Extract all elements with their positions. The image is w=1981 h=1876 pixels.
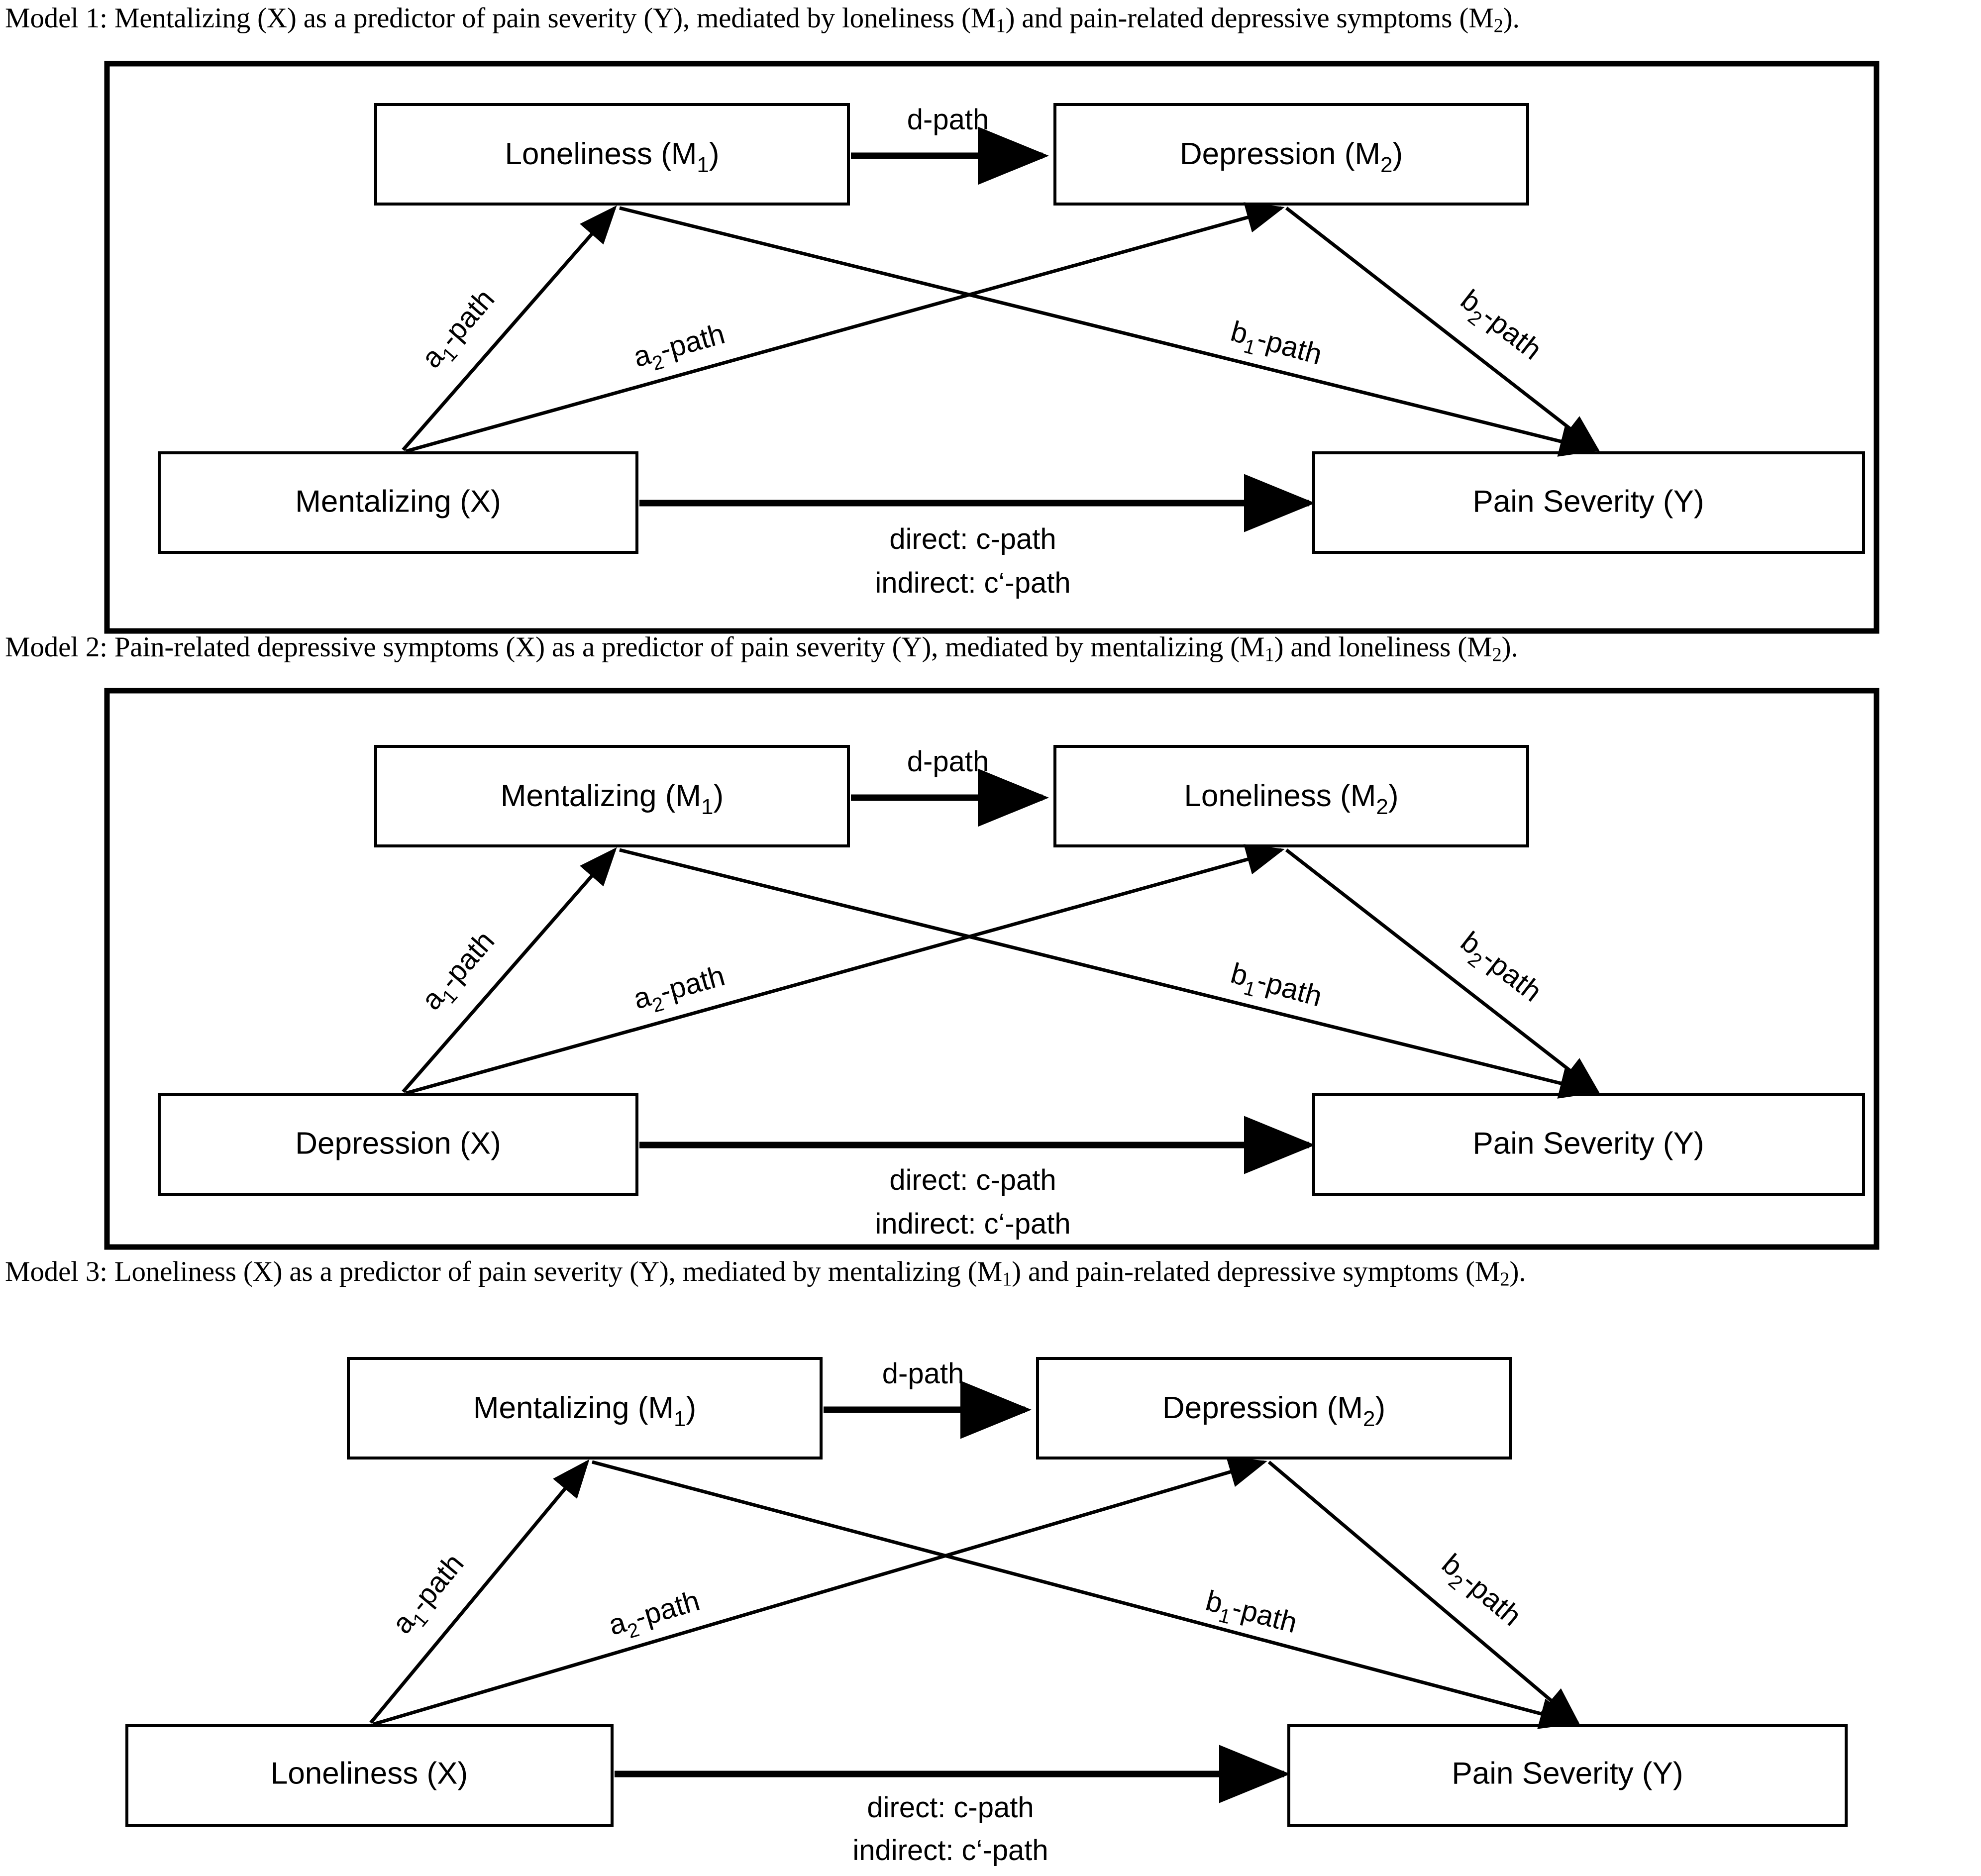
model-1-edge-a1: [402, 205, 617, 451]
model-2-node-m1[interactable]: [374, 745, 850, 847]
model-2-caption-suffix: ).: [1501, 631, 1518, 663]
model-3-edge-b2: [1267, 1460, 1580, 1725]
model-1-caption-prefix: Model 1: Mentalizing (X) as a predictor …: [5, 2, 996, 34]
model-1-node-m2[interactable]: [1053, 103, 1529, 206]
model-3-node-x-label: Loneliness (X): [271, 1756, 468, 1790]
model-3-caption-suffix: ).: [1509, 1256, 1526, 1287]
model-1-diagram: d-path a1-path a2-path b1-path b2-path d…: [104, 61, 1879, 634]
model-3-caption-prefix: Model 3: Loneliness (X) as a predictor o…: [5, 1256, 1002, 1287]
model-3-indirect-label: indirect: c‘-path: [852, 1834, 1048, 1867]
model-1-caption-middle: ) and pain-related depressive symptoms (…: [1005, 2, 1494, 34]
model-1-edge-d-label: d-path: [907, 104, 989, 136]
model-3-caption: Model 3: Loneliness (X) as a predictor o…: [5, 1256, 1526, 1290]
model-3-caption-middle: ) and pain-related depressive symptoms (…: [1012, 1256, 1500, 1287]
model-3-node-m1-label: Mentalizing (M1): [473, 1391, 696, 1431]
model-3-edge-b1: [592, 1460, 1578, 1729]
model-2-caption-sub2: 2: [1492, 643, 1502, 665]
model-2-caption-prefix: Model 2: Pain-related depressive symptom…: [5, 631, 1265, 663]
model-3-node-m2[interactable]: [1036, 1357, 1512, 1459]
model-2-caption-middle: ) and loneliness (M: [1274, 631, 1492, 663]
model-1-edge-a1-label: a1-path: [415, 283, 505, 378]
model-1-edge-b2: [1285, 207, 1600, 452]
model-2-edge-b1: [619, 848, 1598, 1099]
model-1-edge-b1-label: b1-path: [1226, 315, 1326, 377]
model-3-edge-a2: [373, 1457, 1267, 1726]
model-1-node-m1-label: Loneliness (M1): [505, 137, 719, 177]
model-1-node-m2-label: Depression (M2): [1180, 137, 1403, 177]
model-2-frame: [104, 688, 1879, 1250]
model-1-node-x[interactable]: [158, 451, 638, 554]
model-3-edge-a2-label: a2-path: [605, 1584, 705, 1648]
model-3-edge-b2-label: b2-path: [1432, 1548, 1528, 1637]
model-2-direct-label: direct: c-path: [889, 1164, 1056, 1196]
model-1-edge-b2-label: b2-path: [1451, 284, 1548, 371]
model-2-node-m2[interactable]: [1053, 745, 1529, 847]
model-1-caption-sub1: 1: [996, 14, 1006, 36]
model-1-node-y-label: Pain Severity (Y): [1472, 484, 1704, 519]
model-2-caption-sub1: 1: [1264, 643, 1274, 665]
model-2-edge-b1-label: b1-path: [1226, 957, 1326, 1019]
model-2-edge-b2-label: b2-path: [1451, 926, 1548, 1013]
model-3-node-m1[interactable]: [347, 1357, 823, 1459]
model-3-diagram: d-path a1-path a2-path b1-path b2-path d…: [125, 1357, 1848, 1867]
model-3-node-y-label: Pain Severity (Y): [1452, 1756, 1683, 1790]
model-1-node-x-label: Mentalizing (X): [295, 484, 501, 519]
model-3-node-x[interactable]: [125, 1724, 614, 1827]
model-2-node-x-label: Depression (X): [295, 1126, 501, 1160]
model-3-direct-label: direct: c-path: [867, 1791, 1034, 1824]
model-1-indirect-label: indirect: c‘-path: [875, 567, 1070, 599]
model-2-node-x[interactable]: [158, 1093, 638, 1196]
model-2-node-m2-label: Loneliness (M2): [1184, 779, 1398, 819]
model-2-node-y-label: Pain Severity (Y): [1472, 1126, 1704, 1160]
model-1-caption-suffix: ).: [1503, 2, 1520, 34]
model-2-diagram: d-path a1-path a2-path b1-path b2-path d…: [104, 688, 1879, 1250]
model-1-edge-b1: [619, 206, 1598, 457]
model-2-edge-d-label: d-path: [907, 745, 989, 778]
model-1-direct-label: direct: c-path: [889, 523, 1056, 555]
model-2-node-m1-label: Mentalizing (M1): [501, 779, 724, 819]
model-1-caption: Model 1: Mentalizing (X) as a predictor …: [5, 2, 1520, 36]
model-2-node-y[interactable]: [1312, 1093, 1865, 1196]
model-1-edge-a2-label: a2-path: [630, 317, 730, 379]
model-1-caption-sub2: 2: [1493, 14, 1503, 36]
model-3-caption-sub1: 1: [1002, 1268, 1012, 1290]
model-2-edge-a2-label: a2-path: [630, 959, 730, 1021]
model-2-indirect-label: indirect: c‘-path: [875, 1208, 1070, 1240]
model-1-edge-a2: [405, 202, 1285, 453]
model-2-edge-a1-label: a1-path: [415, 925, 505, 1020]
model-3-node-m2-label: Depression (M2): [1162, 1391, 1385, 1431]
model-2-edge-b2: [1285, 848, 1600, 1094]
model-1-node-m1[interactable]: [374, 103, 850, 206]
model-2-caption: Model 2: Pain-related depressive symptom…: [5, 631, 1518, 665]
model-1-frame: [104, 61, 1879, 634]
model-3-edge-a1: [369, 1459, 590, 1724]
model-3-edge-a1-label: a1-path: [386, 1548, 475, 1644]
model-3-caption-sub2: 2: [1500, 1268, 1510, 1290]
model-2-edge-a1: [402, 847, 617, 1093]
model-2-edge-a2: [405, 844, 1285, 1095]
model-3-edge-d-label: d-path: [882, 1357, 964, 1390]
